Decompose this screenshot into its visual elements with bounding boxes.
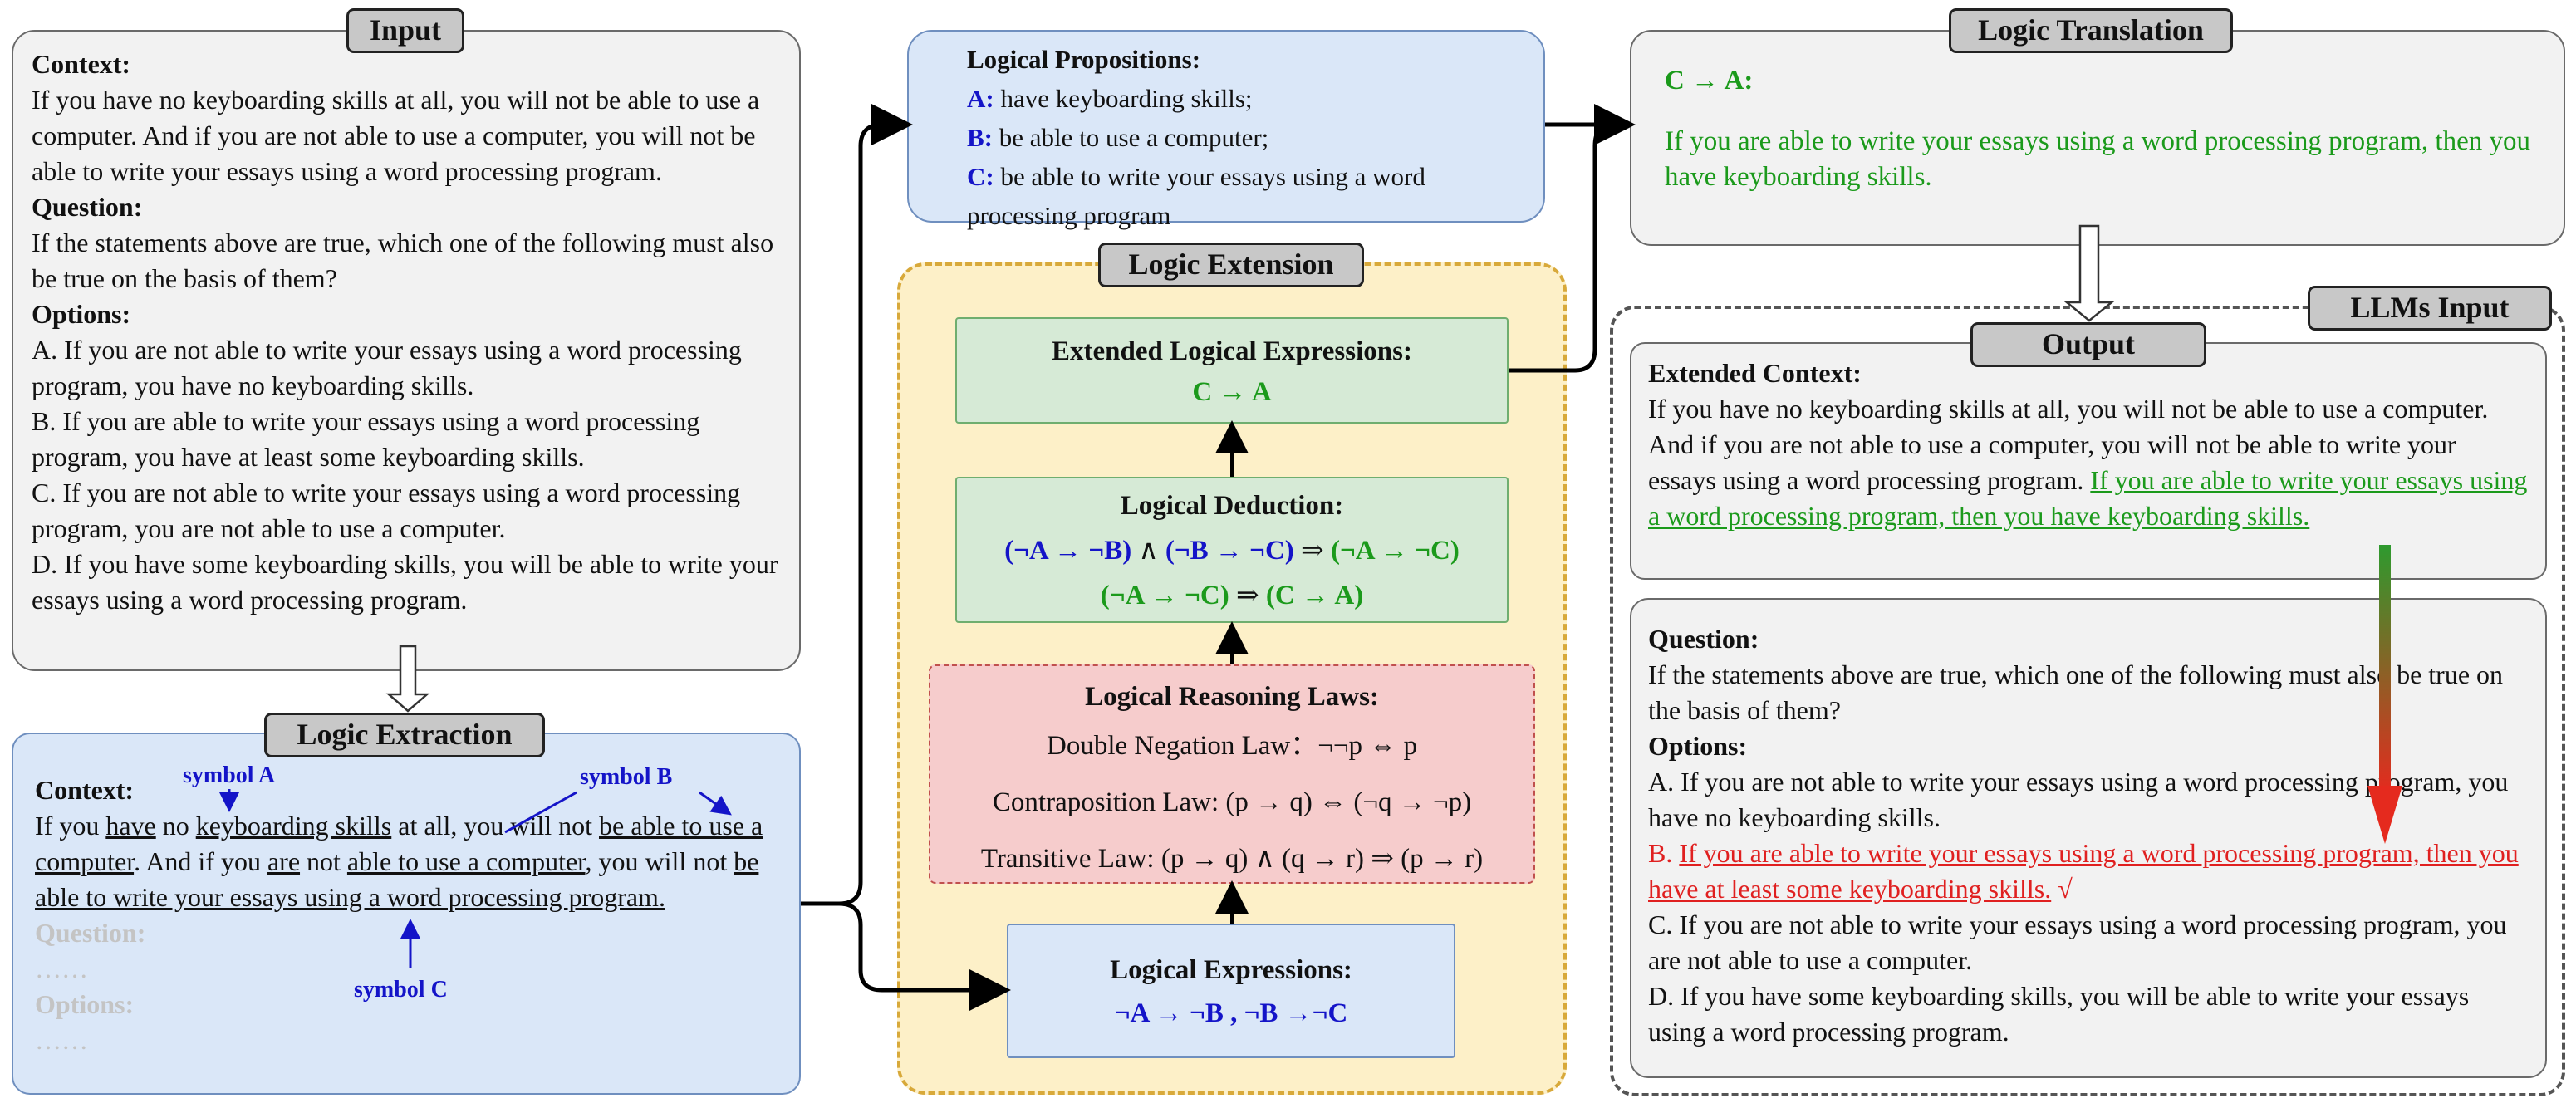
extraction-panel: Context: If you have no keyboarding skil…	[12, 733, 801, 1095]
translation-text: If you are able to write your essays usi…	[1665, 126, 2530, 192]
extended-expressions-title: Extended Logical Expressions:	[1052, 336, 1412, 366]
extraction-context-text: If you have no keyboarding skills at all…	[35, 811, 763, 912]
llm-input-tag: LLMs Input	[2308, 286, 2552, 331]
symbol-c-label: symbol C	[354, 977, 448, 1003]
input-question-label: Question:	[32, 192, 143, 222]
law-transitive: Transitive Law: (p → q) ∧ (q → r) ⇒ (p →…	[980, 844, 1484, 874]
input-context-label: Context:	[32, 49, 131, 79]
extended-context-box: Extended Context: If you have no keyboar…	[1630, 342, 2547, 580]
extension-tag: Logic Extension	[1098, 243, 1364, 287]
extended-expressions-box: Extended Logical Expressions: C → A	[955, 317, 1509, 424]
question-options-box: Question: If the statements above are tr…	[1630, 598, 2547, 1078]
expressions-text: ¬A → ¬B , ¬B →¬C	[1114, 998, 1348, 1028]
llm-option-c: C. If you are not able to write your ess…	[1648, 909, 2507, 975]
extraction-options-dots: ……	[35, 1025, 88, 1055]
deduction-title: Logical Deduction:	[1120, 491, 1344, 521]
translation-tag: Logic Translation	[1949, 8, 2233, 53]
law-contraposition: Contraposition Law: (p → q) ⇔ (¬q → ¬p)	[992, 787, 1472, 817]
symbol-a-label: symbol A	[183, 762, 276, 788]
deduction-box: Logical Deduction: (¬A → ¬B) ∧ (¬B → ¬C)…	[955, 477, 1509, 623]
input-option-c: C. If you are not able to write your ess…	[32, 478, 741, 543]
proposition-c-cont: processing program	[967, 201, 1171, 230]
extraction-question-label: Question:	[35, 918, 146, 948]
extraction-tag: Logic Extraction	[264, 713, 545, 757]
llm-options-label: Options:	[1648, 731, 1748, 761]
logical-expressions-box: Logical Expressions: ¬A → ¬B , ¬B →¬C	[1007, 924, 1455, 1058]
ext-context-text: If you have no keyboarding skills at all…	[1648, 394, 2528, 531]
proposition-b: B: be able to use a computer;	[967, 123, 1269, 152]
llm-question-label: Question:	[1648, 624, 1759, 654]
laws-title: Logical Reasoning Laws:	[1085, 682, 1379, 712]
expressions-title: Logical Expressions:	[1110, 955, 1352, 985]
proposition-a: A: have keyboarding skills;	[967, 84, 1253, 113]
llm-option-a: A. If you are not able to write your ess…	[1648, 767, 2509, 832]
extended-expression: C → A	[1192, 377, 1272, 407]
propositions-panel: Logical Propositions: A: have keyboardin…	[907, 30, 1545, 230]
ext-context-label: Extended Context:	[1648, 358, 1862, 388]
input-tag: Input	[346, 8, 464, 53]
llm-option-b: B. If you are able to write your essays …	[1648, 838, 2519, 904]
input-question-text: If the statements above are true, which …	[32, 228, 774, 293]
deduction-line-1: (¬A → ¬B) ∧ (¬B → ¬C) ⇒ (¬A → ¬C)	[1004, 536, 1460, 566]
input-panel: Context: If you have no keyboarding skil…	[12, 30, 801, 671]
llm-option-d: D. If you have some keyboarding skills, …	[1648, 981, 2470, 1047]
law-double-negation: Double Negation Law：¬¬p ⇔ p	[1047, 731, 1417, 761]
reasoning-laws-box: Logical Reasoning Laws: Double Negation …	[929, 664, 1535, 884]
extraction-question-dots: ……	[35, 953, 88, 983]
input-options-label: Options:	[32, 299, 131, 329]
llm-question-text: If the statements above are true, which …	[1648, 659, 2504, 725]
input-option-b: B. If you are able to write your essays …	[32, 406, 700, 472]
translation-panel: C → A: If you are able to write your ess…	[1630, 30, 2565, 246]
output-tag: Output	[1970, 322, 2206, 367]
proposition-c: C: be able to write your essays using a …	[967, 162, 1425, 191]
extraction-options-label: Options:	[35, 989, 135, 1019]
extraction-context-label: Context:	[35, 775, 135, 805]
symbol-b-label: symbol B	[580, 764, 673, 790]
deduction-line-2: (¬A → ¬C) ⇒ (C → A)	[1100, 581, 1364, 610]
translation-formula: C → A:	[1665, 66, 1754, 96]
extraction-to-propositions-arrow	[801, 104, 913, 906]
propositions-title: Logical Propositions:	[967, 45, 1201, 74]
input-option-d: D. If you have some keyboarding skills, …	[32, 549, 778, 615]
input-context-text: If you have no keyboarding skills at all…	[32, 85, 760, 186]
input-option-a: A. If you are not able to write your ess…	[32, 335, 742, 400]
